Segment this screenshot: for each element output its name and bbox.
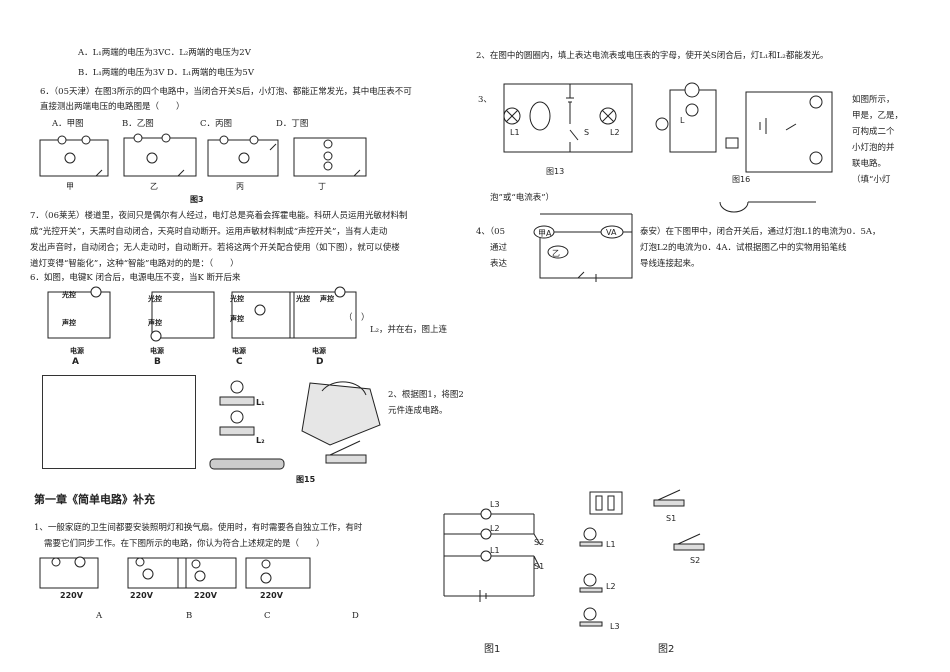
bathroom-circuits [39,556,311,589]
meter-jia-a: 甲A [538,229,552,238]
q4-left-2: 通过 [490,243,508,253]
fig1-s2: S2 [534,538,545,547]
q3-side-4: 小灯泡的并 [852,143,895,153]
q1-letter-a: A [96,611,103,621]
letter-c: C [236,357,243,367]
figure-16-caption: 图16 [732,175,751,184]
fig2-s1: S1 [666,514,677,523]
q3-side-1: 如图所示， [852,95,895,105]
fig1-l3: L3 [490,500,500,509]
q3-side-6: （填“小灯 [852,175,891,185]
fig2-l1: L1 [606,540,616,549]
q1-line1: 1、一般家庭的卫生间都要安装照明灯和换气扇。使用时，有时需要各自独立工作，有时 [34,523,363,533]
q2-text: 2、在图中的圆圈内，填上表达电流表或电压表的字母，使开关S闭合后，灯L₁和L₂都… [476,51,829,61]
q1-letter-b: B [186,611,193,621]
ctrl-c-light: 光控 [230,295,244,303]
power-c: 电源 [232,347,246,355]
q7-line4: 道灯变得“智能化”，这种“智能”电路对的的是：（ ） [30,259,239,269]
q4-left-3: 表达 [490,259,508,269]
ctrl-b-sound: 声控 [148,319,162,327]
q6-option-a: A．甲图 [52,119,84,129]
option-a-c: A．L₁两端的电压为3VC．L₂两端的电压为2V [78,48,251,58]
volt-a: 220V [60,591,83,600]
fig1-s1: S1 [534,562,545,571]
ctrl-c-sound: 声控 [230,315,244,323]
power-a: 电源 [70,347,84,355]
answer-box [42,375,196,469]
ctrl-d-sound: 声控 [320,295,334,303]
sub-yi: 乙 [150,182,158,191]
q6-line1: 6．（05天津）在图3所示的四个电路中，当闭合开关S后，小灯泡、都能正常发光，其… [40,87,412,97]
volt-c: 220V [194,591,217,600]
q3-number: 3、 [478,95,492,105]
fig13-l2: L2 [610,128,620,137]
option-b-d: B．L₁两端的电压为3V D．L₁两端的电压为5V [78,68,254,78]
fig13-l1: L1 [510,128,520,137]
q1-letter-d: D [352,611,359,621]
fig1-l2: L2 [490,524,500,533]
fig2-s2: S2 [690,556,701,565]
figure-2-components [579,489,705,627]
sub-jia: 甲 [66,182,74,191]
q4-right-3: 导线连接起来。 [640,259,700,269]
q6-option-b: B．乙图 [122,119,154,129]
figure-3-caption: 图3 [190,195,204,204]
figure-1-circuit [443,508,541,602]
figure-3-circuits [39,133,367,177]
volt-d: 220V [260,591,283,600]
fig2-l3: L3 [610,622,620,631]
ctrl-b-light: 光控 [148,295,162,303]
meter-yi: 乙 [552,249,560,258]
side-note: L₂，并在右，图上连 [370,325,448,335]
ctrl-d-light: 光控 [296,295,310,303]
q6-line2: 直接测出两端电压的电路图是（ ） [40,102,185,112]
power-b: 电源 [150,347,164,355]
q1-letter-c: C [264,611,271,621]
figure-15-caption: 图15 [296,475,316,484]
fig13-s: S [584,128,590,137]
q4-right-1: 泰安）在下图甲中，闭合开关后，通过灯泡L1的电流为0．5A， [640,227,881,237]
figure-15-components [209,380,381,470]
smart-light-circuits [47,286,357,342]
chapter-title: 第一章《简单电路》补充 [34,493,155,506]
sub-bing: 丙 [236,182,244,191]
q3-end: 泡”或“电流表”） [490,193,555,203]
q2b-text: 2、根据图1，将图2元件连成电路。 [388,390,464,416]
q3-side-3: 可构成二个 [852,127,895,137]
letter-a: A [72,357,79,367]
figure-2-caption: 图2 [658,644,675,655]
q1-line2: 需要它们同步工作。在下图所示的电路，你认为符合上述规定的是（ ） [44,539,325,549]
q4-circuit [533,213,633,282]
power-d: 电源 [312,347,326,355]
figure-13-circuit [503,83,633,153]
figure-13-caption: 图13 [546,167,565,176]
figure-1-caption: 图1 [484,644,501,655]
sub-ding: 丁 [318,182,326,191]
answer-paren: （ ） [344,313,370,323]
letter-d: D [316,357,324,367]
q7-line5: 6．如图，电键K 闭合后，电源电压不变，当K 断开后来 [30,273,241,283]
ctrl-a-sound: 声控 [62,319,76,327]
letter-b: B [154,357,161,367]
fig15-l1: L₁ [256,398,265,407]
q6-option-d: D．丁图 [276,119,309,129]
q4-left-1: 4、（05 [476,227,505,237]
q3-side-2: 甲是，乙是， [852,111,904,121]
fig15-l2: L₂ [256,436,265,445]
figure-16-circuit [655,82,833,213]
volt-b: 220V [130,591,153,600]
ctrl-a-light: 光控 [62,291,76,299]
q7-line2: 成“光控开关”，天黑时自动闭合，天亮时自动断开。运用声敏材料制成“声控开关”，当… [30,227,388,237]
meter-va: VA [606,228,617,237]
fig2-l2: L2 [606,582,616,591]
q3-side-5: 联电路。 [852,159,887,169]
q6-option-c: C．丙图 [200,119,233,129]
q4-right-2: 灯泡L2的电流为0．4A．试根据图乙中的实物用铅笔线 [640,243,847,253]
q7-line3: 发出声音时，自动闭合；无人走动时，自动断开。若将这两个开关配合使用（如下图），就… [30,243,400,253]
fig16-l: L [680,116,685,125]
q7-line1: 7．（06莱芜）楼道里，夜间只是偶尔有人经过，电灯总是亮着会挥霍电能。科研人员运… [30,211,408,221]
fig1-l1: L1 [490,546,500,555]
